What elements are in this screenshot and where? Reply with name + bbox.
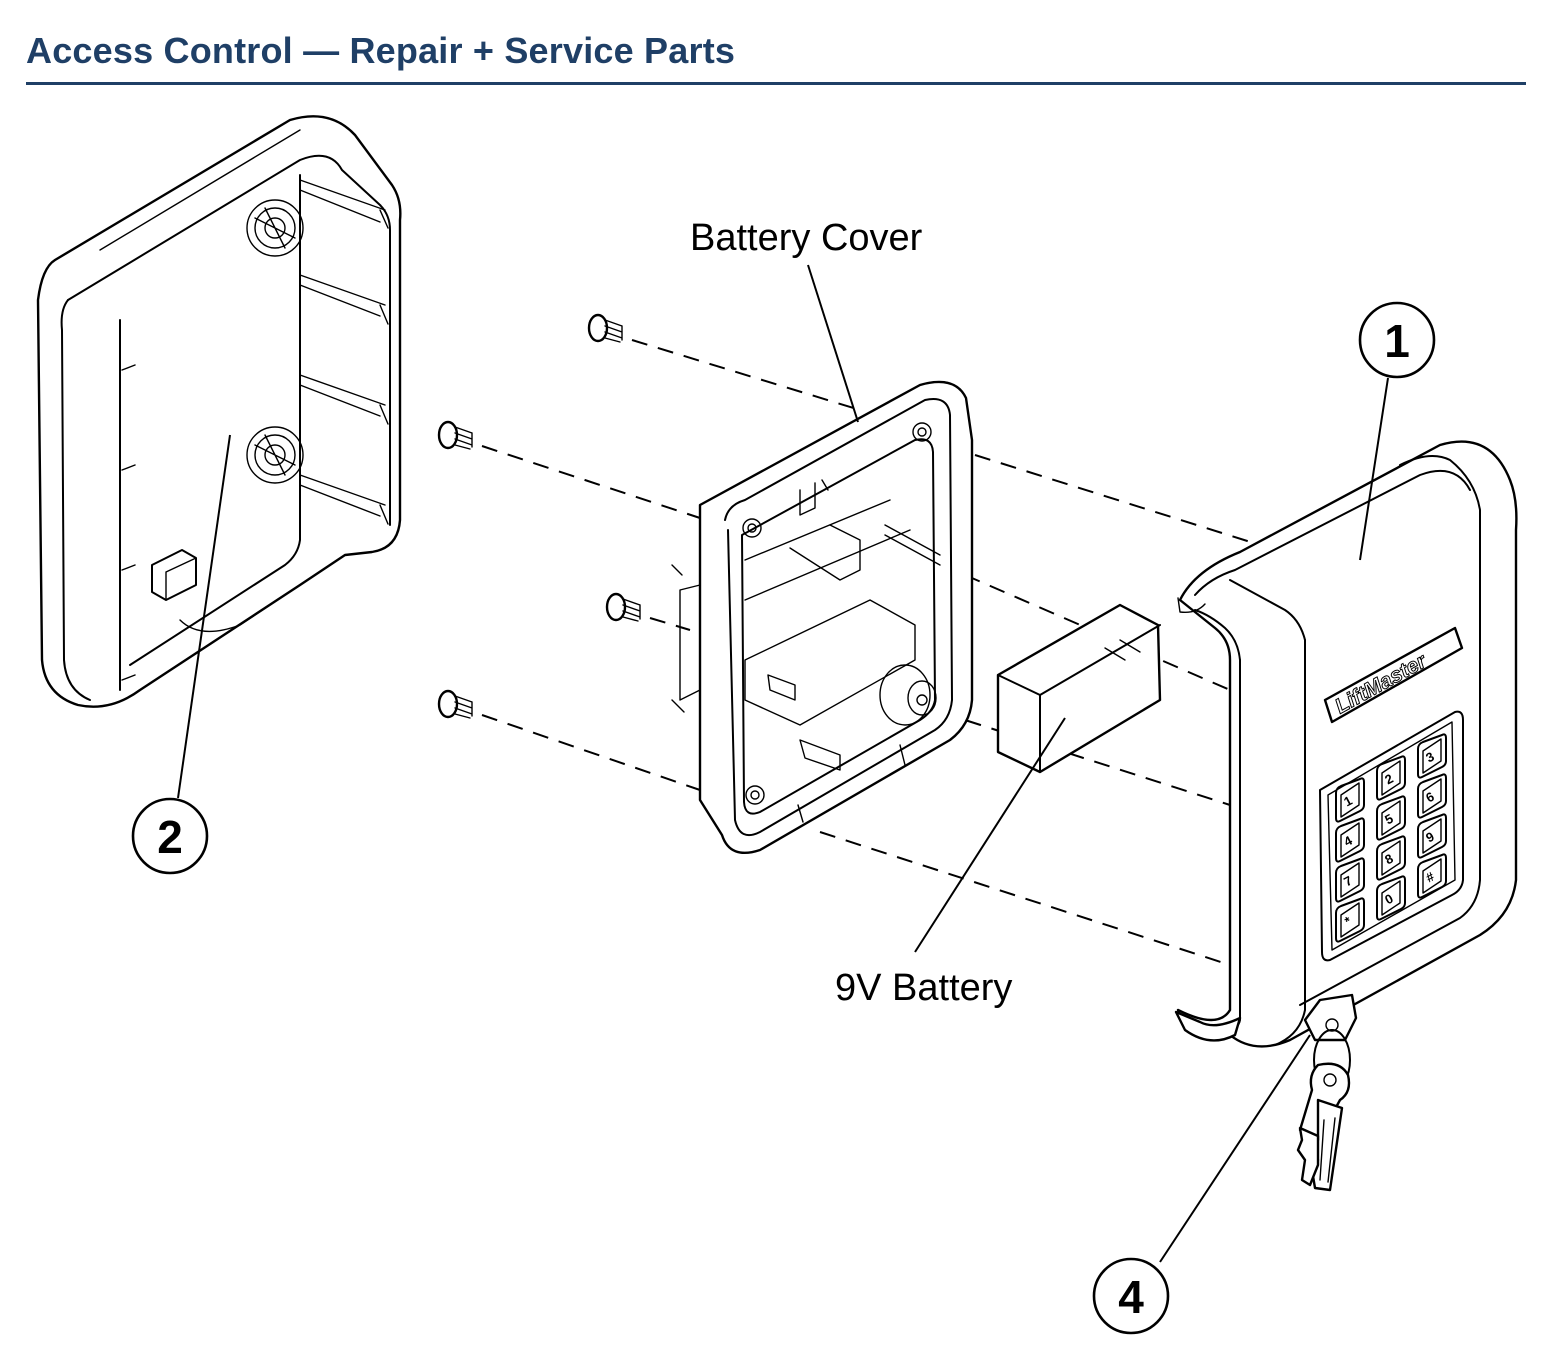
mount-boss-lower <box>246 426 304 484</box>
callout-4: 4 <box>1092 1257 1170 1335</box>
callout-2: 2 <box>131 797 209 875</box>
callout-2-number: 2 <box>157 811 183 863</box>
callout-4-number: 4 <box>1118 1271 1144 1323</box>
screws <box>437 313 641 719</box>
connector-tab <box>151 549 197 601</box>
battery-label: 9V Battery <box>835 967 1012 1009</box>
callout-1: 1 <box>1358 301 1436 379</box>
page-title: Access Control — Repair + Service Parts <box>26 30 736 71</box>
screw-2 <box>437 420 473 450</box>
screw-4 <box>437 689 473 719</box>
keys-on-ring <box>1296 993 1358 1192</box>
title-divider <box>26 82 1526 85</box>
leader-lines <box>177 264 1389 1263</box>
back-housing <box>36 115 402 708</box>
screw-1 <box>587 313 623 343</box>
keypad-panel <box>1319 710 1464 962</box>
battery-cover <box>671 380 974 855</box>
mount-boss-upper <box>246 199 304 257</box>
battery-cover-label: Battery Cover <box>690 217 923 259</box>
screw-3 <box>605 592 641 622</box>
callout-1-number: 1 <box>1384 315 1410 367</box>
nine-volt-battery <box>996 603 1162 774</box>
